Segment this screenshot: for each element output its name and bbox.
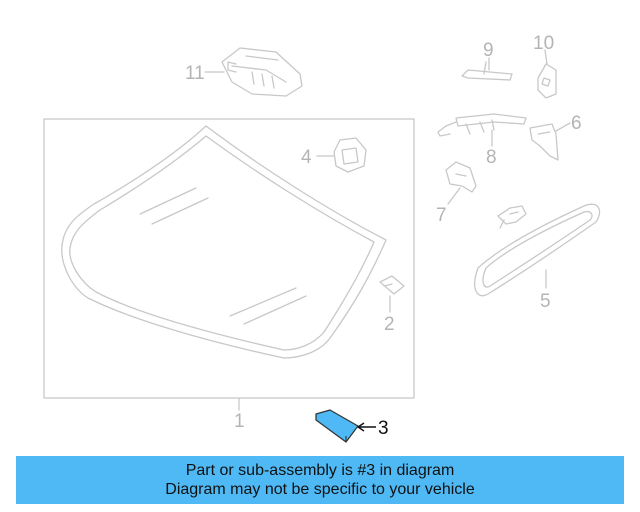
part-5-mirror[interactable] xyxy=(474,203,601,297)
banner-line-part-number: Part or sub-assembly is #3 in diagram xyxy=(185,462,455,479)
callout-4: 4 xyxy=(301,147,312,168)
callout-3: 3 xyxy=(378,418,389,439)
leader-line-7 xyxy=(447,187,461,205)
part-2-clip[interactable] xyxy=(379,275,405,295)
part-9-bracket[interactable] xyxy=(461,61,513,81)
part-10-clip[interactable] xyxy=(537,63,557,99)
callout-1: 1 xyxy=(234,411,245,432)
part-7-cover[interactable] xyxy=(445,161,477,193)
part-3-highlighted[interactable] xyxy=(315,409,359,443)
part-4-sensor-pad[interactable] xyxy=(333,137,367,173)
leader-line-6 xyxy=(555,122,571,132)
info-banner: Part or sub-assembly is #3 in diagram Di… xyxy=(16,456,624,504)
part-1-windshield[interactable] xyxy=(43,118,415,399)
callout-6: 6 xyxy=(571,113,582,134)
part-11-sensor-housing[interactable] xyxy=(221,47,303,97)
banner-line-disclaimer: Diagram may not be specific to your vehi… xyxy=(165,481,475,498)
callout-10: 10 xyxy=(533,33,554,54)
part-6-mount[interactable] xyxy=(529,123,559,161)
callout-11: 11 xyxy=(185,63,205,84)
leader-arrow-3 xyxy=(356,422,376,432)
callout-8: 8 xyxy=(486,147,497,168)
callout-7: 7 xyxy=(436,205,447,226)
leader-line-10 xyxy=(544,49,548,65)
callout-9: 9 xyxy=(483,40,494,61)
part-8-cover[interactable] xyxy=(437,113,527,137)
callout-5: 5 xyxy=(540,291,551,312)
callout-2: 2 xyxy=(384,314,395,335)
